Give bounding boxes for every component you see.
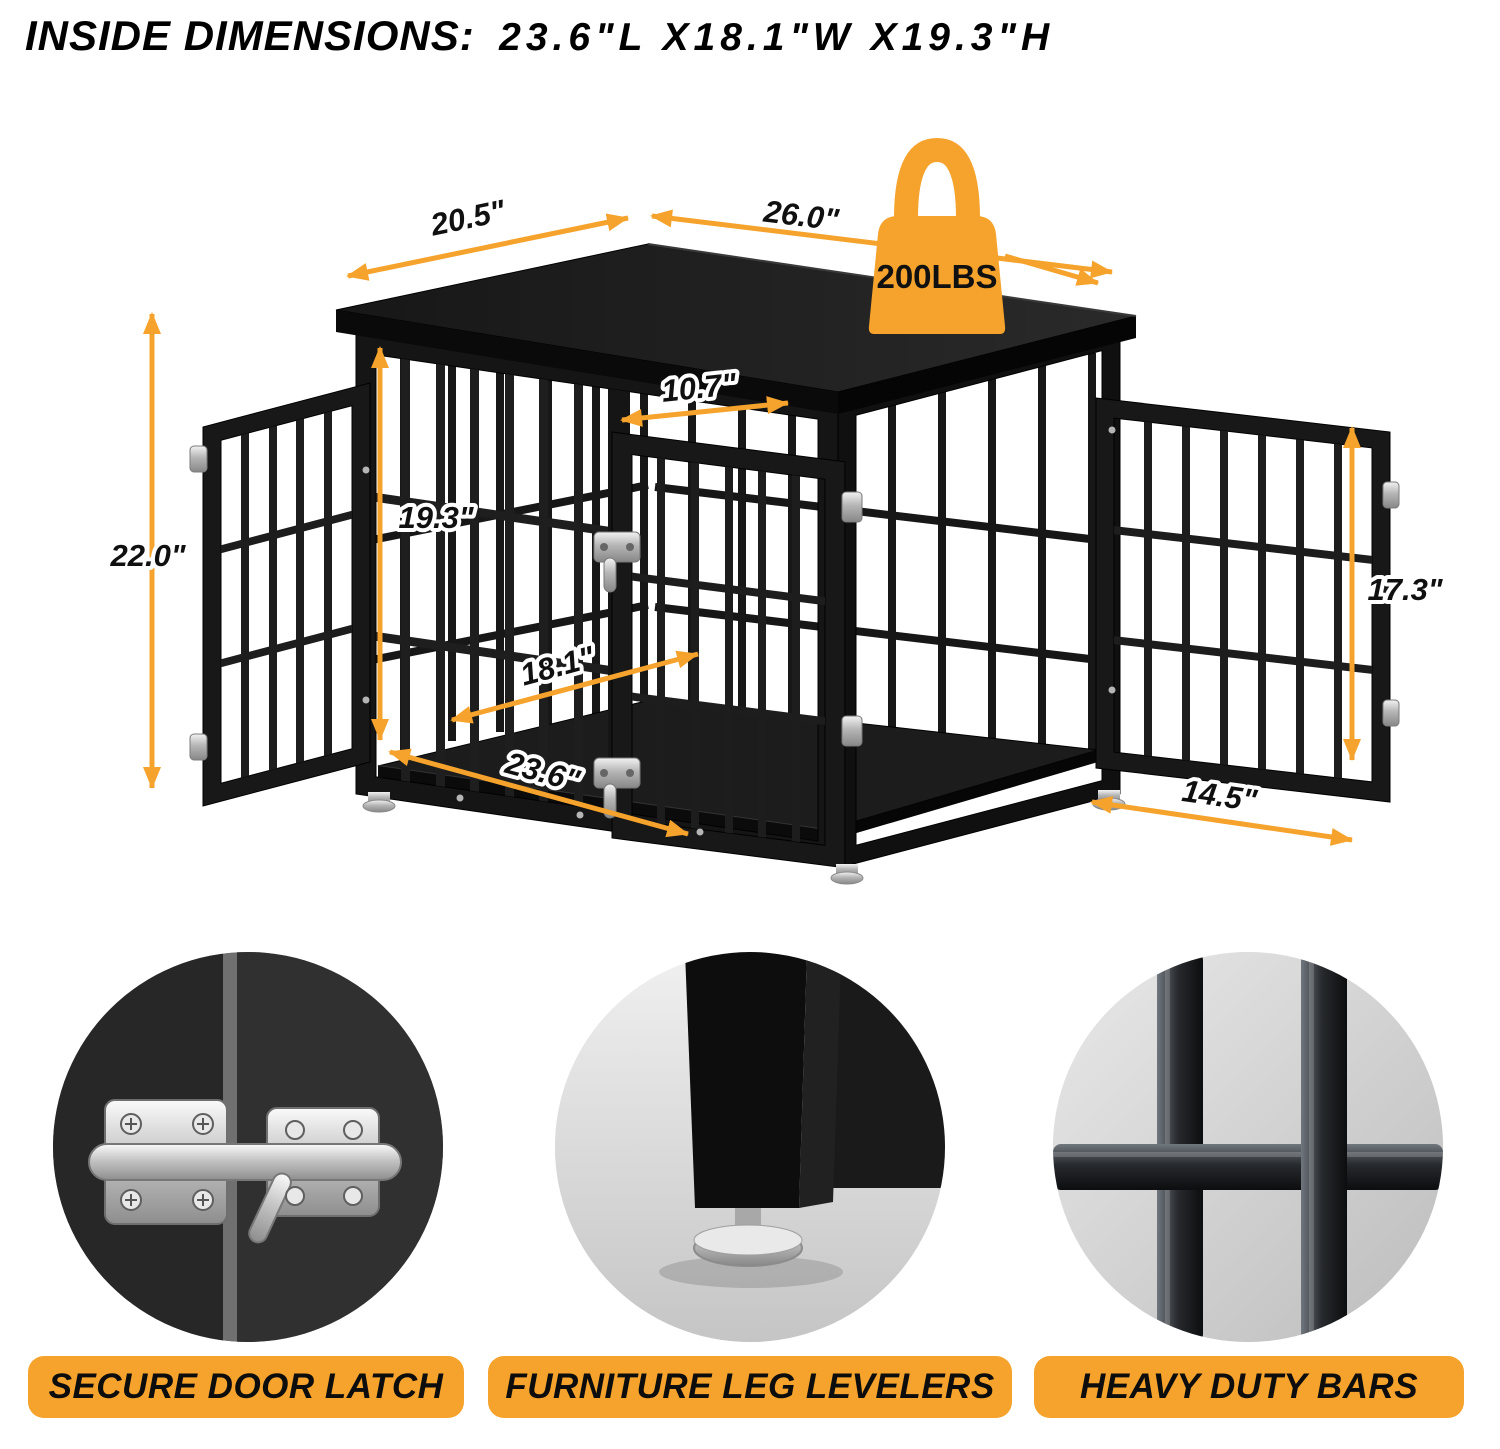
dim-top-depth: 20.5" [427,193,510,243]
crate-left-door [202,382,371,807]
dim-outer-height: 22.0" [109,538,186,573]
title-value: 23.6"L X18.1"W X19.3"H [499,16,1055,59]
feature-label-heavy-bars: HEAVY DUTY BARS [1034,1356,1464,1418]
heavy-bars-icon [1053,952,1443,1342]
arrow-inner-depth [450,650,699,724]
doorway-hinge-icon [841,491,863,747]
arrow-side-door-width [1090,795,1353,846]
leg-leveler-icon [555,952,945,1342]
feature-label-door-latch: SECURE DOOR LATCH [28,1356,464,1418]
dim-inner-height: 19.3" [398,500,474,535]
dimension-arrows [143,209,1361,846]
right-door-hinge-icon [1382,481,1400,727]
feature-image-door-latch [53,952,443,1342]
feature-image-leg-leveler [555,952,945,1342]
feature-label-leg-levelers: FURNITURE LEG LEVELERS [488,1356,1012,1418]
weight-capacity-label: 200LBS [876,258,997,295]
crate-right-door [1095,397,1391,803]
feature-image-heavy-bars [1053,952,1443,1342]
dim-door-width: 10.7" [660,366,740,409]
crate-top [335,243,1137,414]
arrow-top-depth [346,213,629,281]
crate-dimension-diagram: 200LBS 20.5" 26.0" 10.7" 19.3" 22.0" 18.… [109,137,1444,885]
door-latch-icon [53,952,443,1342]
left-door-hinge-icon [189,445,208,761]
title-label: INSIDE DIMENSIONS: [25,12,475,59]
dim-side-door-height: 17.3" [1367,572,1443,607]
arrow-top-width [650,209,1113,279]
arrow-inner-length [388,748,689,838]
inside-dimensions-title: INSIDE DIMENSIONS: 23.6"L X18.1"W X19.3"… [25,12,1054,60]
arrow-door-width [620,396,789,427]
